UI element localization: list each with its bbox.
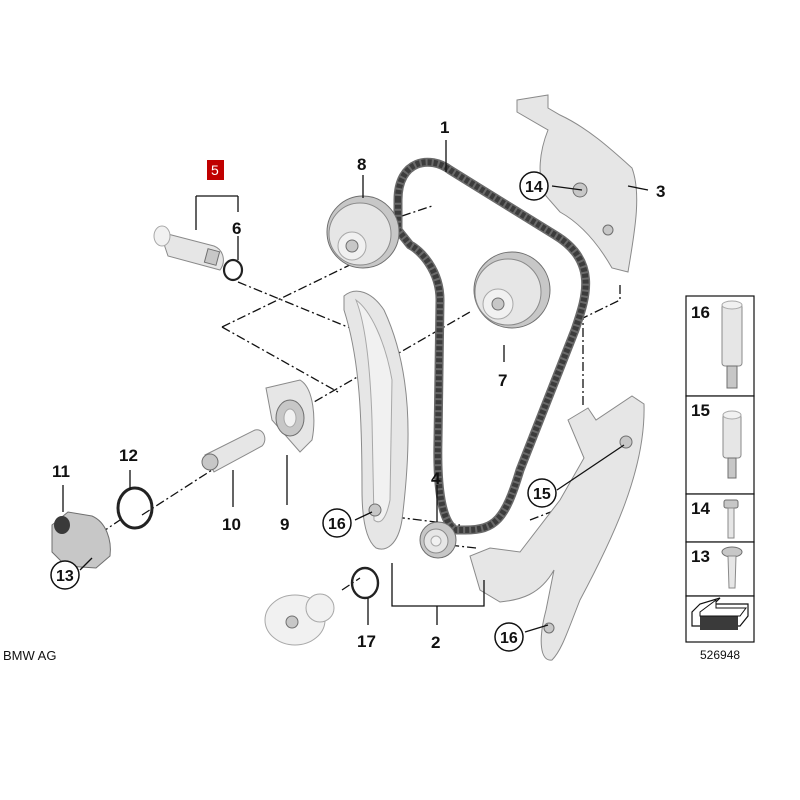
legend-label-15: 15 — [691, 401, 710, 420]
callout-12: 12 — [119, 446, 138, 465]
highlight-badge — [207, 160, 224, 180]
bolt-15-icon — [722, 410, 742, 479]
diagram-number: 526948 — [700, 648, 740, 662]
bolt-13-icon — [721, 546, 743, 589]
callout-17: 17 — [357, 632, 376, 651]
camshaft-adjuster-7 — [473, 251, 551, 329]
callout-1: 1 — [440, 118, 449, 137]
callout-10: 10 — [222, 515, 241, 534]
callout-14: 14 — [525, 179, 543, 196]
bolt-16-icon — [721, 300, 743, 389]
fastener-legend: 16 15 14 13 — [685, 295, 755, 643]
legend-label-14: 14 — [691, 499, 710, 518]
guide-rail-lower-15 — [469, 395, 645, 661]
callout-13: 13 — [56, 568, 74, 585]
vibration-damper — [264, 593, 335, 646]
seal-ring-6 — [222, 258, 244, 282]
callout-3: 3 — [656, 182, 665, 201]
timing-chain — [393, 157, 591, 535]
callout-7: 7 — [498, 371, 507, 390]
leader-lines — [62, 140, 649, 633]
solenoid-valve-11 — [51, 511, 111, 569]
callout-6: 6 — [232, 219, 241, 238]
legend-label-16: 16 — [691, 303, 710, 322]
callout-16-upper: 16 — [328, 516, 346, 533]
legend-label-13: 13 — [691, 547, 710, 566]
callout-9: 9 — [280, 515, 289, 534]
callout-labels: 1 2 3 4 5 6 7 8 9 10 11 12 17 13 14 15 1… — [50, 118, 665, 652]
bolt-14-icon — [723, 499, 739, 539]
sensor-wheel-9 — [265, 379, 315, 453]
crank-sprocket-4 — [419, 521, 457, 559]
camshaft-adjuster-8 — [326, 195, 400, 269]
front-direction-arrow-icon — [691, 597, 749, 630]
callout-16-lower: 16 — [500, 630, 518, 647]
seal-ring-17 — [350, 566, 380, 600]
callout-2: 2 — [431, 633, 440, 652]
callout-8: 8 — [357, 155, 366, 174]
seal-ring-12 — [116, 486, 154, 530]
callout-5: 5 — [211, 162, 219, 178]
callout-4: 4 — [431, 469, 441, 488]
callout-11: 11 — [52, 462, 70, 481]
central-valve-10 — [201, 429, 266, 473]
tensioner-rail — [343, 290, 409, 550]
brand-label: BMW AG — [3, 648, 56, 663]
callout-15: 15 — [533, 486, 551, 503]
chain-tensioner-5 — [153, 225, 224, 271]
